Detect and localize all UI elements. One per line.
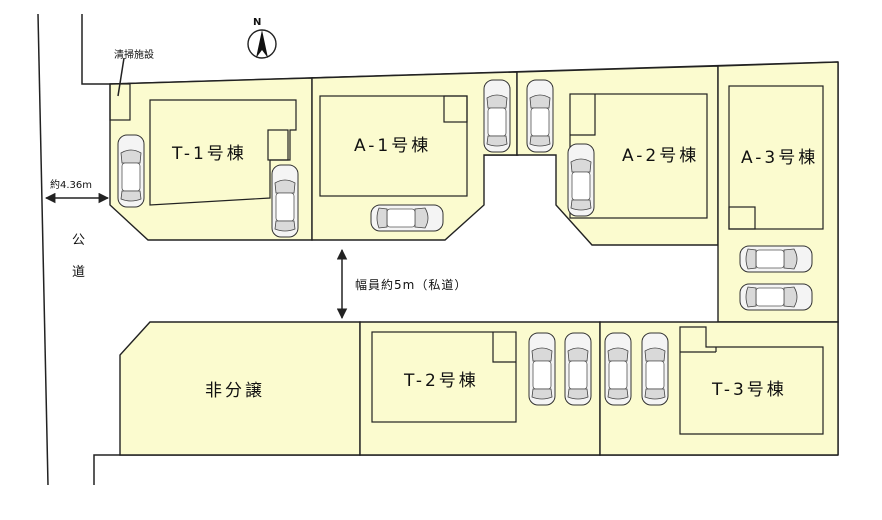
facility-label: 清掃施設 — [114, 48, 154, 61]
road-name-char-1: 公 — [72, 233, 85, 248]
road-name-char-2: 道 — [72, 265, 85, 280]
public-road-edge-line — [37, 13, 49, 486]
north-compass-icon — [247, 29, 277, 59]
car-icon — [370, 204, 444, 232]
road-width-label: 約4.36m — [50, 178, 92, 191]
building-a1 — [319, 95, 468, 197]
boundary-line-bottom — [93, 454, 838, 485]
building-t1 — [149, 99, 297, 206]
private-road-label: 幅員約5m（私道） — [355, 277, 467, 292]
car-icon — [641, 332, 669, 406]
car-icon — [483, 79, 511, 153]
lot-label-a1: A-1号棟 — [354, 136, 431, 156]
car-icon — [739, 283, 813, 311]
car-icon — [528, 332, 556, 406]
lot-label-a3: A-3号棟 — [741, 148, 818, 168]
car-icon — [271, 164, 299, 238]
car-icon — [604, 332, 632, 406]
lot-t1 — [109, 77, 313, 241]
lot-label-non-sale: 非分譲 — [205, 381, 265, 401]
lot-label-t1: T-1号棟 — [171, 144, 247, 164]
building-t2-annex — [492, 332, 516, 363]
car-icon — [117, 134, 145, 208]
car-icon — [526, 79, 554, 153]
building-a3-annex — [728, 206, 756, 230]
lot-a3 — [717, 61, 839, 323]
car-icon — [564, 332, 592, 406]
building-a3 — [728, 85, 824, 230]
building-t3 — [679, 326, 824, 435]
facility-leader-line — [117, 57, 125, 97]
building-a1-annex — [443, 95, 468, 123]
car-icon — [739, 245, 813, 273]
lot-label-t2: T-2号棟 — [403, 371, 479, 391]
building-a2-annex — [570, 94, 596, 136]
lot-non-sale — [119, 321, 361, 456]
lot-t2 — [359, 321, 601, 456]
lot-label-t3: T-3号棟 — [711, 380, 787, 400]
lot-label-a2: A-2号棟 — [622, 146, 699, 166]
boundary-line-top-left — [81, 14, 110, 85]
building-t2 — [371, 331, 517, 423]
car-icon — [567, 143, 595, 217]
compass-north-label: N — [253, 17, 261, 28]
building-t1-annex — [267, 129, 289, 161]
